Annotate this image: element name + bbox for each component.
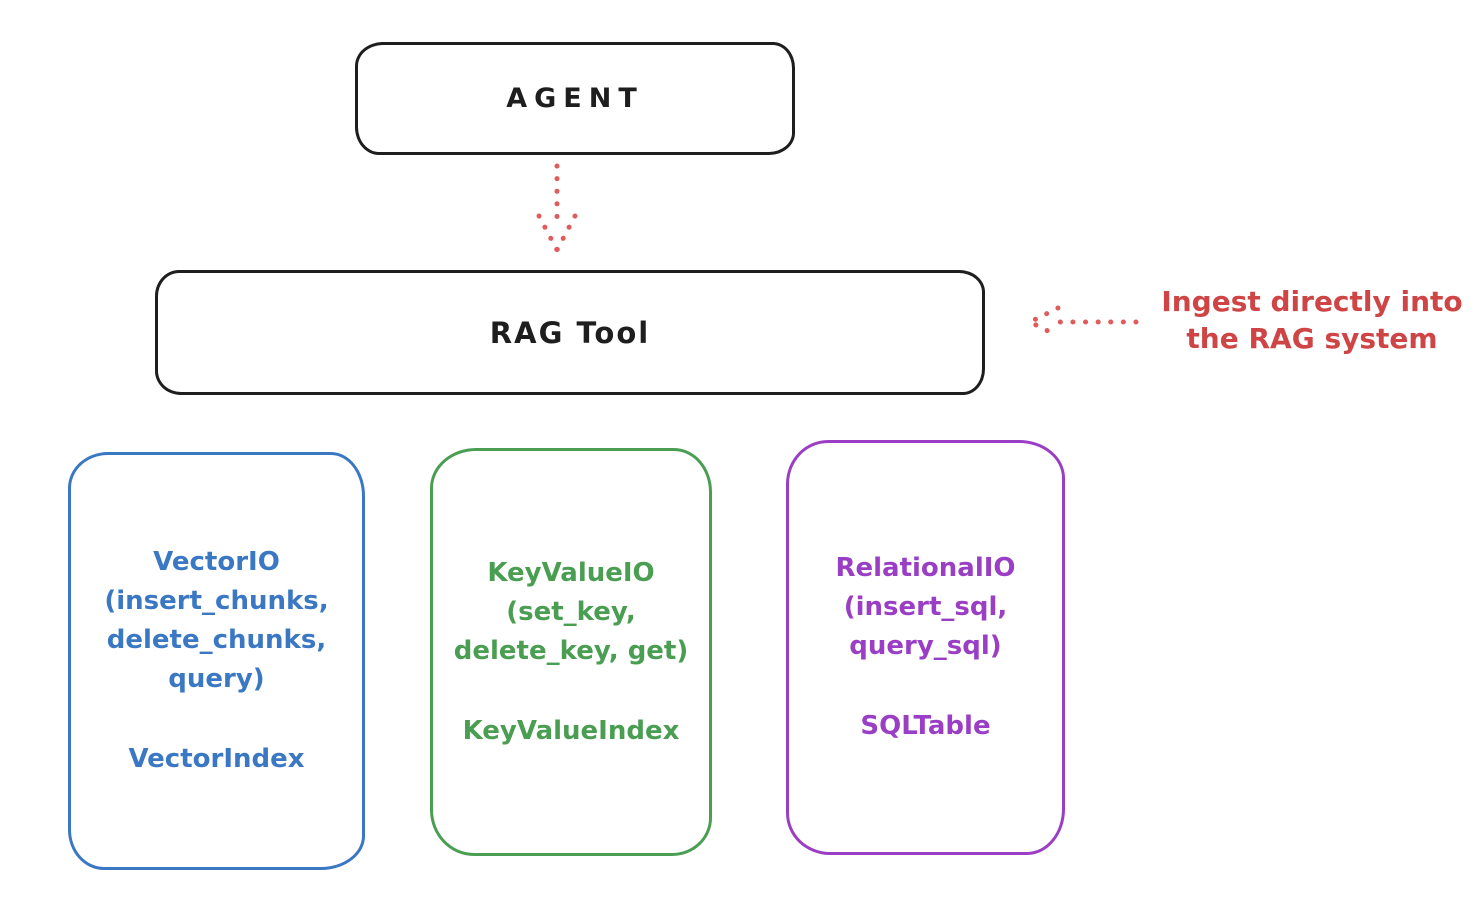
keyvalue-index-label: KeyValueIndex <box>462 715 680 746</box>
arrow-head <box>1024 305 1061 339</box>
keyvalue-io-methods: (set_key, delete_key, get) <box>453 596 689 666</box>
arrow-head <box>536 213 578 253</box>
rag-tool-label: RAG Tool <box>489 315 651 350</box>
vector-index-label: VectorIndex <box>128 744 305 774</box>
ingest-annotation-text: Ingest directly into the RAG system <box>1142 283 1482 357</box>
ingest-annotation-arrow <box>1024 305 1139 339</box>
keyvalue-io-box: KeyValueIO (set_key, delete_key, get) Ke… <box>430 448 712 856</box>
vector-io-title: VectorIO <box>153 547 280 577</box>
agent-to-rag-arrow <box>536 163 578 253</box>
annotation-line-1: Ingest directly into <box>1161 285 1463 318</box>
agent-label: AGENT <box>506 83 644 114</box>
keyvalue-io-title: KeyValueIO <box>487 557 655 588</box>
relational-io-methods: (insert_sql, query_sql) <box>843 592 1008 661</box>
agent-box: AGENT <box>355 42 795 155</box>
vector-io-methods: (insert_chunks, delete_chunks, query) <box>104 586 329 694</box>
rag-tool-box: RAG Tool <box>155 270 985 395</box>
relational-io-box: RelationalIO (insert_sql, query_sql) SQL… <box>786 440 1065 855</box>
annotation-line-2: the RAG system <box>1186 322 1438 355</box>
vector-io-box: VectorIO (insert_chunks, delete_chunks, … <box>68 452 365 870</box>
relational-io-title: RelationalIO <box>835 553 1016 583</box>
sql-table-label: SQLTable <box>860 711 991 741</box>
